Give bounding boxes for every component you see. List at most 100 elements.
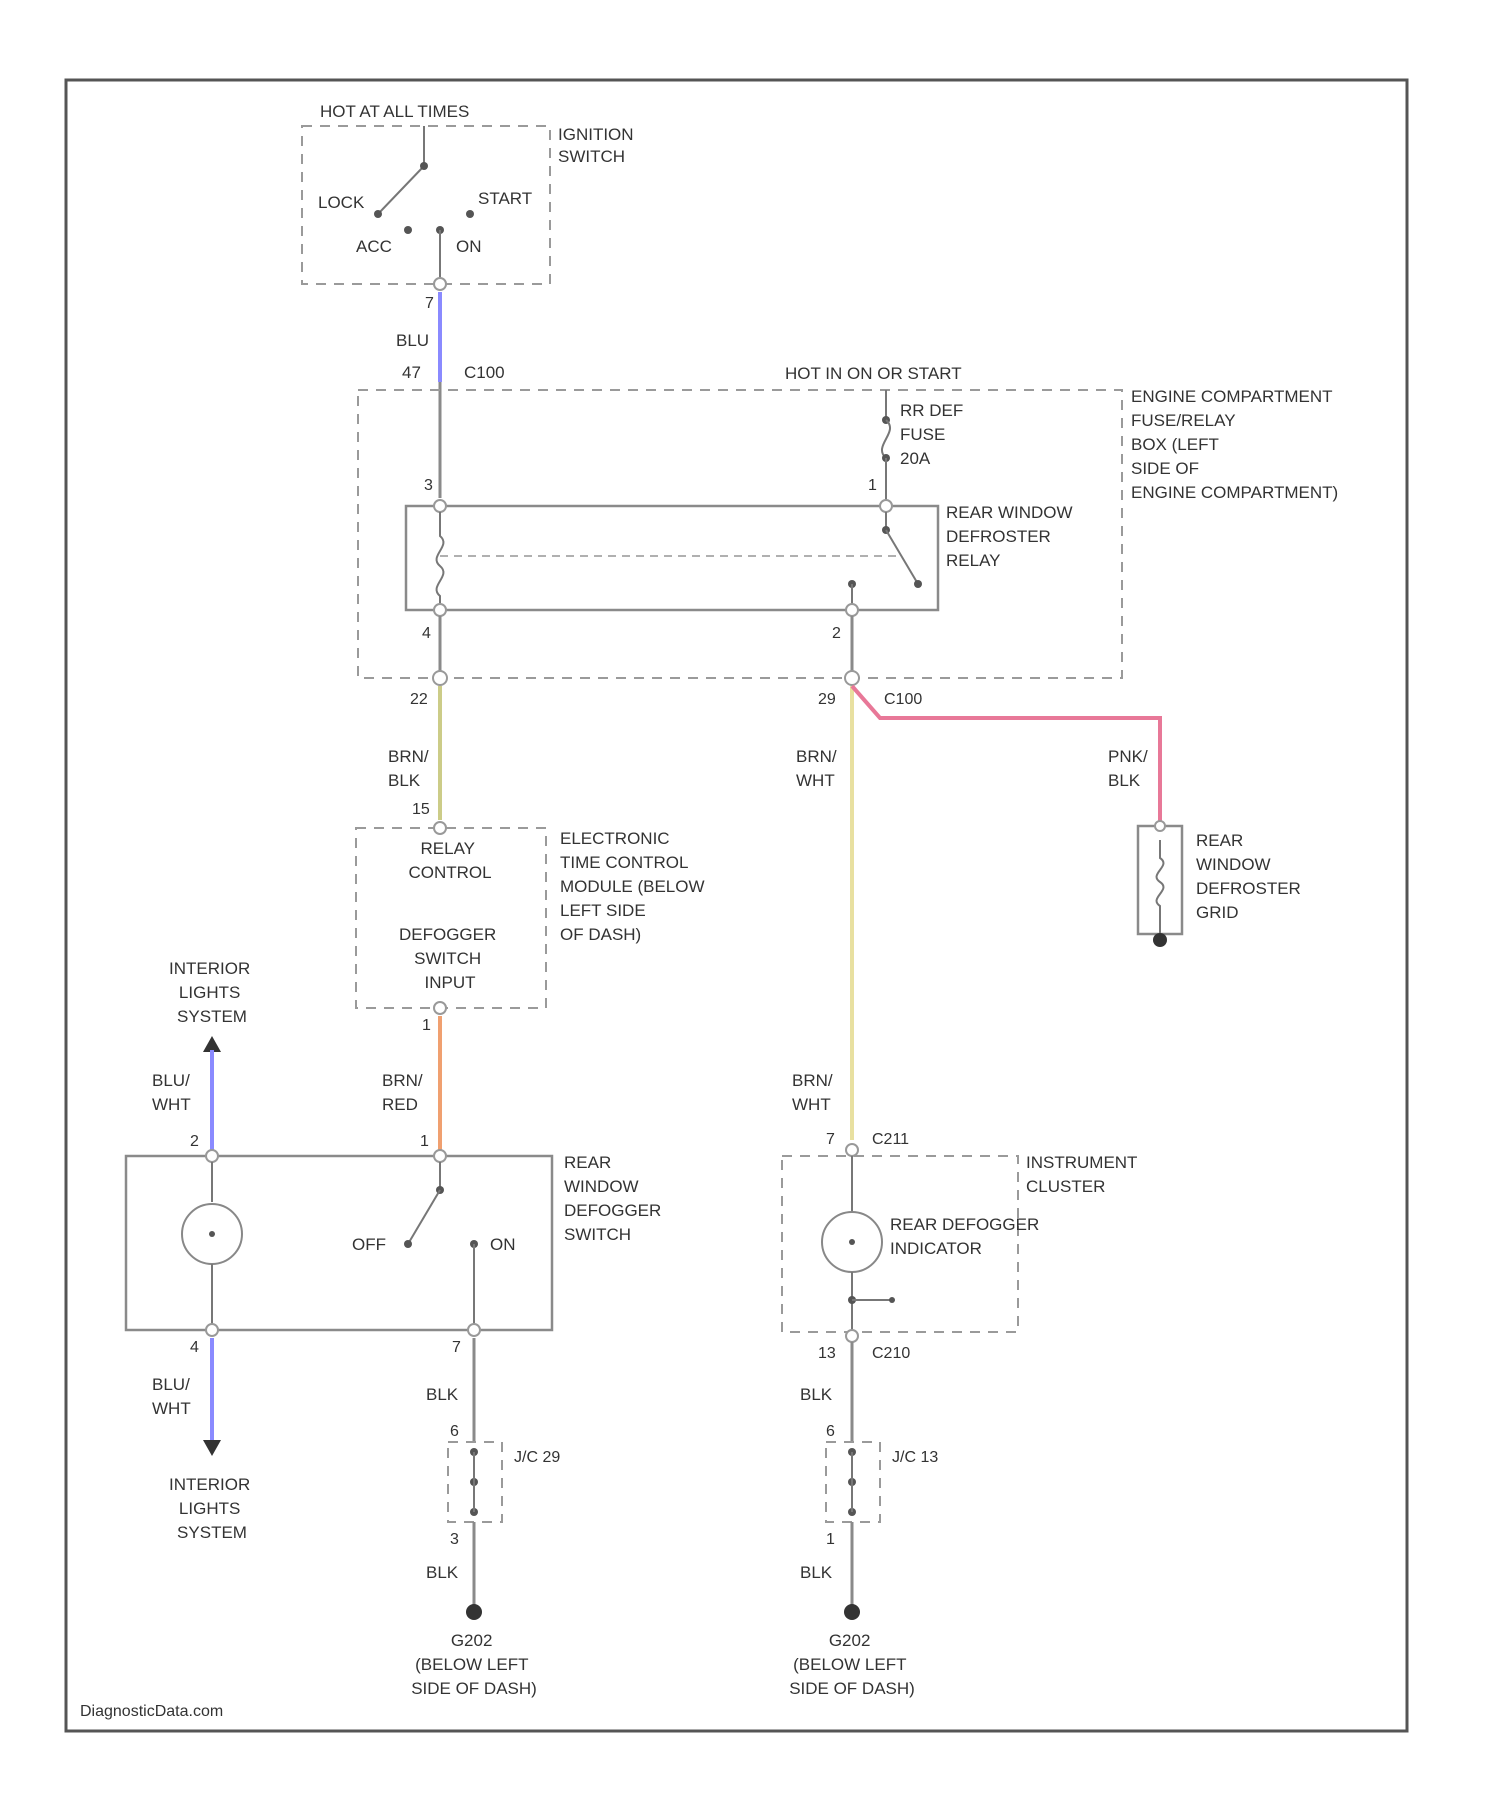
ground-left: BLK 6 J/C 29 3 BLK G202 (BELOW LEFT SIDE… bbox=[411, 1338, 560, 1698]
wire-brn-red-label: BRN/ RED bbox=[382, 1071, 427, 1114]
relay-body bbox=[406, 506, 938, 610]
ignition-start-contact bbox=[466, 210, 474, 218]
wire-brn-wht-upper-label: BRN/ WHT bbox=[796, 747, 841, 790]
ignition-lock-contact bbox=[374, 210, 382, 218]
relay-pin-top-left: 3 bbox=[424, 477, 433, 494]
defogger-switch-box bbox=[126, 1156, 552, 1330]
relay-coil bbox=[437, 512, 444, 610]
relay-contact-end bbox=[914, 580, 922, 588]
ground-left-ground-icon bbox=[466, 1604, 482, 1620]
relay-pin-bot-right: 2 bbox=[832, 625, 841, 642]
c100-right-pin: 29 bbox=[818, 691, 836, 708]
cluster-bottom-terminal bbox=[846, 1330, 858, 1342]
wire-blu-wht-top-label: BLU/ WHT bbox=[152, 1071, 195, 1114]
switch-off-label: OFF bbox=[352, 1235, 386, 1254]
wire-blu-connector: C100 bbox=[464, 363, 505, 382]
arrow-down-icon bbox=[203, 1440, 221, 1456]
c100-right-label: C100 bbox=[884, 691, 922, 708]
relay-bottom-left-terminal bbox=[434, 604, 446, 616]
ignition-pin: 7 bbox=[425, 295, 434, 312]
relay-pin-top-right: 1 bbox=[868, 477, 877, 494]
indicator-filament-dot bbox=[849, 1239, 855, 1245]
wire-brn-blk-label: BRN/ BLK bbox=[388, 747, 433, 790]
switch-on-label: ON bbox=[490, 1235, 516, 1254]
relay-top-left-terminal bbox=[434, 500, 446, 512]
defogger-switch: 2 1 OFF ON 4 7 REAR WINDOW DEFOGGER SWIT… bbox=[126, 1133, 666, 1356]
interior-lights-bottom: INTERIOR LIGHTS SYSTEM bbox=[169, 1475, 255, 1542]
cluster-indicator-label: REAR DEFOGGER INDICATOR bbox=[890, 1215, 1044, 1258]
etcm-top-terminal bbox=[434, 822, 446, 834]
etcm-switch-input: DEFOGGER SWITCH INPUT bbox=[399, 925, 501, 992]
etcm-pin-bottom: 1 bbox=[422, 1017, 431, 1034]
ignition-acc-contact bbox=[404, 226, 412, 234]
relay-pin-bot-left: 4 bbox=[422, 625, 431, 642]
defroster-grid-name: REAR WINDOW DEFROSTER GRID bbox=[1196, 831, 1306, 922]
wire-pnk-blk-label: PNK/ BLK bbox=[1108, 747, 1152, 790]
switch-pin-bot-right: 7 bbox=[452, 1339, 461, 1356]
switch-off-contact bbox=[404, 1240, 412, 1248]
interior-lights-top: INTERIOR LIGHTS SYSTEM bbox=[169, 959, 255, 1026]
arrow-up-icon bbox=[203, 1036, 221, 1052]
cluster-branch-end bbox=[889, 1297, 895, 1303]
etcm-name: ELECTRONIC TIME CONTROL MODULE (BELOW LE… bbox=[560, 829, 709, 944]
grid-top-terminal bbox=[1155, 821, 1165, 831]
ground-left-pin-top: 6 bbox=[450, 1423, 459, 1440]
fuse-relay-box: HOT IN ON OR START ENGINE COMPARTMENT FU… bbox=[358, 364, 1338, 708]
grid-element bbox=[1157, 840, 1164, 934]
bulb-filament-dot bbox=[209, 1231, 215, 1237]
ground-right-ground-label: G202 (BELOW LEFT SIDE OF DASH) bbox=[789, 1631, 915, 1698]
ground-right-wire-bot-label: BLK bbox=[800, 1563, 833, 1582]
instrument-cluster: 7 C211 REAR DEFOGGER INDICATOR INSTRUMEN… bbox=[782, 1131, 1142, 1362]
ignition-acc-label: ACC bbox=[356, 237, 392, 256]
wire-blu-wht-bottom-label: BLU/ WHT bbox=[152, 1375, 195, 1418]
ground-right-ground-icon bbox=[844, 1604, 860, 1620]
ground-right-wire-top-label: BLK bbox=[800, 1385, 833, 1404]
jc13-label: J/C 13 bbox=[892, 1449, 938, 1466]
etcm-module: RELAY CONTROL DEFOGGER SWITCH INPUT ELEC… bbox=[356, 822, 709, 1034]
c100-left-connector bbox=[433, 671, 447, 685]
relay-name: REAR WINDOW DEFROSTER RELAY bbox=[946, 503, 1077, 570]
cluster-top-terminal bbox=[846, 1144, 858, 1156]
etcm-relay-control: RELAY CONTROL bbox=[408, 839, 491, 882]
cluster-conn-top: C211 bbox=[872, 1131, 909, 1148]
switch-pin-top-left-terminal bbox=[206, 1150, 218, 1162]
fuse-label: RR DEF FUSE 20A bbox=[900, 401, 968, 468]
relay-top-right-terminal bbox=[880, 500, 892, 512]
cluster-pin-bot: 13 bbox=[818, 1345, 836, 1362]
ground-left-pin-bot: 3 bbox=[450, 1531, 459, 1548]
switch-pin-bot-left: 4 bbox=[190, 1339, 199, 1356]
defroster-grid: REAR WINDOW DEFROSTER GRID bbox=[1138, 821, 1306, 947]
ignition-pin-connector bbox=[434, 278, 446, 290]
hot-at-all-times-label: HOT AT ALL TIMES bbox=[320, 102, 469, 121]
ignition-on-label: ON bbox=[456, 237, 482, 256]
wire-brn-blk-pin: 15 bbox=[412, 801, 430, 818]
ground-right-pin-bot: 1 bbox=[826, 1531, 835, 1548]
c100-right-connector bbox=[845, 671, 859, 685]
wire-blu-label: BLU bbox=[396, 331, 429, 350]
grid-ground-icon bbox=[1153, 933, 1167, 947]
c100-left-pin: 22 bbox=[410, 691, 428, 708]
fuse-element bbox=[882, 420, 890, 458]
ground-left-wire-top-label: BLK bbox=[426, 1385, 459, 1404]
switch-pin-top-right: 1 bbox=[420, 1133, 429, 1150]
cluster-conn-bot: C210 bbox=[872, 1345, 910, 1362]
relay-bottom-right-terminal bbox=[846, 604, 858, 616]
watermark: DiagnosticData.com bbox=[80, 1703, 223, 1720]
jc29-label: J/C 29 bbox=[514, 1449, 560, 1466]
ground-left-wire-bot-label: BLK bbox=[426, 1563, 459, 1582]
ground-left-ground-label: G202 (BELOW LEFT SIDE OF DASH) bbox=[411, 1631, 537, 1698]
defogger-switch-name: REAR WINDOW DEFOGGER SWITCH bbox=[564, 1153, 666, 1244]
instrument-cluster-name: INSTRUMENT CLUSTER bbox=[1026, 1153, 1142, 1196]
hot-in-on-or-start-label: HOT IN ON OR START bbox=[785, 364, 962, 383]
cluster-pin-top: 7 bbox=[826, 1131, 835, 1148]
fuse-relay-box-name: ENGINE COMPARTMENT FUSE/RELAY BOX (LEFT … bbox=[1131, 387, 1338, 502]
ignition-pivot bbox=[420, 162, 428, 170]
ignition-start-label: START bbox=[478, 189, 532, 208]
wire-brn-wht-lower-label: BRN/ WHT bbox=[792, 1071, 837, 1114]
ignition-contact-arm bbox=[378, 166, 424, 214]
switch-pin-top-left: 2 bbox=[190, 1133, 199, 1150]
switch-arm bbox=[408, 1190, 440, 1244]
